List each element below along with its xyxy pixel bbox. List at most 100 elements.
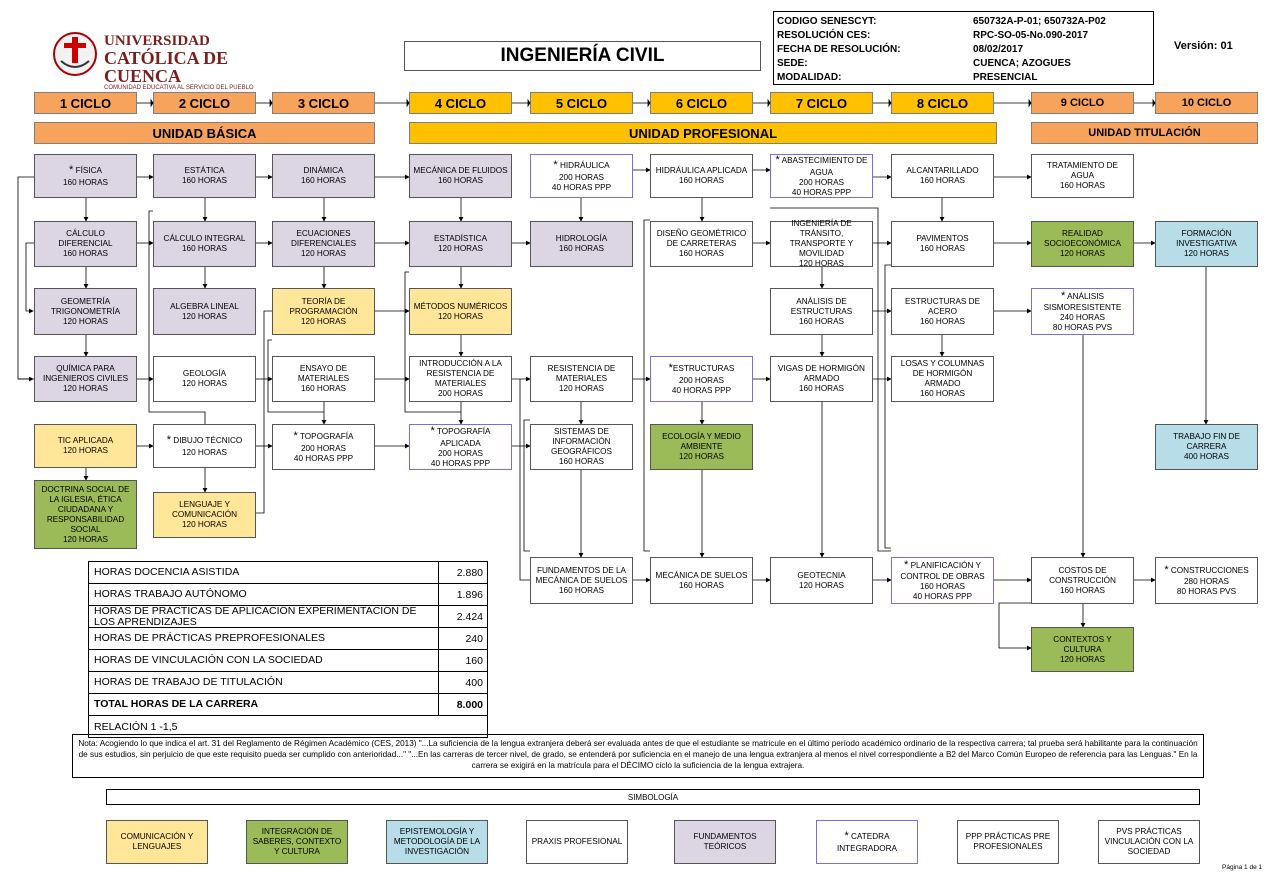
course-hours: 120 HORAS <box>62 534 109 544</box>
course-title: HIDRÁULICA <box>559 161 610 171</box>
meta-value: 08/02/2017 <box>973 43 1024 55</box>
course-title: REALIDAD SOCIOECONÓMICA <box>1044 229 1121 248</box>
legend-label: CATEDRA INTEGRADORA <box>836 832 898 853</box>
relacion-row: RELACIÓN 1 -1,5 <box>89 716 487 737</box>
course-title: GEOLOGÍA <box>182 369 227 378</box>
legend-praxis: PRAXIS PROFESIONAL <box>526 820 628 864</box>
course-title: FORMACIÓN INVESTIGATIVA <box>1176 229 1237 248</box>
legend-pvs: PVS PRÁCTICAS VINCULACIÓN CON LA SOCIEDA… <box>1098 820 1200 864</box>
course-title: ENSAYO DE MATERIALES <box>297 364 350 383</box>
course-title: MÉTODOS NUMÉRICOS <box>413 301 508 311</box>
course-title: LOSAS Y COLUMNAS DE HORMIGÓN ARMADO <box>900 359 985 388</box>
course-title: ECUACIONES DIFERENCIALES <box>290 229 357 248</box>
legend-fundamentos: FUNDAMENTOS TEÓRICOS <box>674 820 776 864</box>
course-title: VIGAS DE HORMIGÓN ARMADO <box>778 364 865 383</box>
meta-key: MODALIDAD: <box>777 71 842 83</box>
legend-label: INTEGRACIÓN DE SABERES, CONTEXTO Y CULTU… <box>252 827 342 856</box>
course-title: COSTOS DE CONSTRUCCIÓN <box>1049 565 1116 585</box>
unit-profesional: UNIDAD PROFESIONAL <box>409 122 997 144</box>
course-hours-extra: 40 HORAS PPP <box>293 453 354 463</box>
university-name: UNIVERSIDAD CATÓLICA DE CUENCA COMUNIDAD… <box>104 34 304 92</box>
hours-row: HORAS DE PRÁCTICAS DE APLICACIÓN EXPERIM… <box>89 606 487 628</box>
meta-value: CUENCA; AZOGUES <box>973 57 1071 69</box>
course-intro-resistencia[interactable]: INTRODUCCIÓN A LA RESISTENCIA DE MATERIA… <box>409 356 512 402</box>
course-hours: 200 HORAS <box>678 375 725 385</box>
course-hours: 160 HORAS <box>678 249 725 258</box>
course-hours: 120 HORAS <box>300 316 347 326</box>
integrator-star: * <box>668 362 673 375</box>
course-title: ANÁLISIS SISMORESISTENTE <box>1043 291 1122 313</box>
integrator-star: * <box>553 159 558 172</box>
course-hours: 200 HORAS <box>558 172 605 182</box>
course-title: MECÁNICA DE FLUIDOS <box>413 166 508 175</box>
course-title: DIBUJO TÉCNICO <box>173 436 243 446</box>
course-title: DOCTRINA SOCIAL DE LA IGLESIA, ÉTICA CIU… <box>41 484 130 534</box>
hours-value: 1.896 <box>456 588 483 601</box>
course-title: PLANIFICACIÓN Y CONTROL DE OBRAS <box>900 560 985 582</box>
course-hours-extra: 40 HORAS PPP <box>551 182 612 192</box>
hours-label: HORAS DE PRÁCTICAS PREPROFESIONALES <box>89 628 439 649</box>
course-title: MECÁNICA DE SUELOS <box>655 570 748 580</box>
course-hours: 160 HORAS <box>919 176 966 185</box>
meta-key: RESOLUCIÓN CES: <box>777 29 871 41</box>
university-logo <box>52 31 98 77</box>
cycle-9: 9 CICLO <box>1031 92 1134 114</box>
total-value: 8.000 <box>456 698 483 711</box>
meta-value: PRESENCIAL <box>973 71 1038 83</box>
course-hours: 120 HORAS <box>181 447 228 457</box>
course-doctrina[interactable]: DOCTRINA SOCIAL DE LA IGLESIA, ÉTICA CIU… <box>34 480 137 549</box>
course-hours: 120 HORAS <box>62 384 109 393</box>
course-title: HIDRÁULICA APLICADA <box>655 166 748 175</box>
course-transito[interactable]: INGENIERÍA DE TRÁNSITO, TRANSPORTE Y MOV… <box>770 219 873 268</box>
